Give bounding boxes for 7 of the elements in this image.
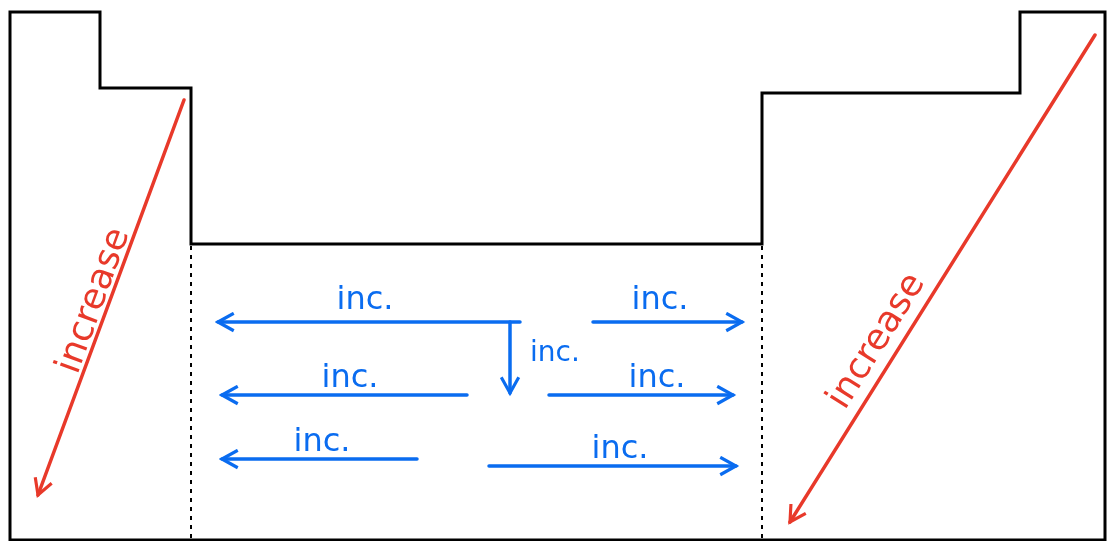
trend-label: inc.: [631, 282, 689, 314]
trend-label: inc.: [293, 424, 351, 456]
trend-label: inc.: [591, 431, 649, 463]
trend-label: inc.: [336, 282, 394, 314]
trend-label: inc.: [321, 360, 379, 392]
trend-label: inc.: [628, 360, 686, 392]
trend-label: inc.: [530, 338, 580, 366]
